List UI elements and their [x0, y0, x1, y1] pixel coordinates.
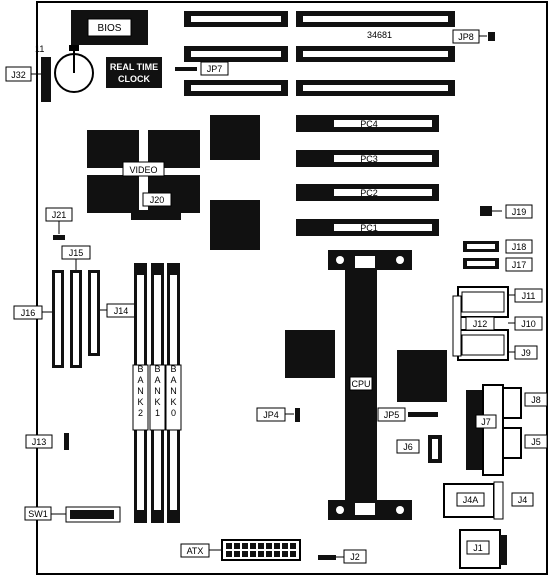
j21-connector: J21	[45, 207, 73, 240]
jp5-label: JP5	[384, 410, 400, 420]
cpu-socket: CPU	[328, 250, 412, 520]
jp8-label: JP8	[458, 32, 474, 42]
jp5-jumper: JP5	[377, 407, 438, 422]
j14-connector: J14	[88, 270, 136, 356]
j4-connector: J4A J4	[443, 481, 534, 520]
j18-label: J18	[512, 242, 527, 252]
jp4-jumper: JP4	[256, 407, 300, 422]
atx-connector: ATX	[180, 539, 301, 561]
j13-label: J13	[32, 437, 47, 447]
j18-connector: J18	[463, 239, 533, 254]
jp7-jumper: JP7	[175, 61, 229, 76]
j12-label: J12	[473, 319, 488, 329]
j13-connector: J13	[25, 433, 69, 450]
serial-ports: J11 J12 J10 J9	[452, 286, 543, 361]
j8-label: J8	[531, 395, 541, 405]
cpu-label: CPU	[351, 379, 370, 389]
sw1-label: SW1	[28, 509, 48, 519]
j17-label: J17	[512, 260, 527, 270]
pci-slots: PC4 PC3 PC2 PC1	[296, 115, 439, 236]
j32-connector: 11 J32	[5, 44, 51, 102]
atx-label: ATX	[187, 546, 204, 556]
parallel-port: J7 J8 J5	[466, 384, 548, 476]
j15-label: J15	[69, 248, 84, 258]
j10-label: J10	[521, 319, 536, 329]
j17-connector: J17	[463, 257, 533, 272]
j21-label: J21	[52, 210, 67, 220]
rtc-chip: REAL TIME CLOCK	[106, 57, 162, 88]
bios-label: BIOS	[98, 23, 122, 34]
j15-connector: J15	[61, 245, 91, 368]
rtc-label-1: REAL TIME	[110, 62, 158, 72]
jp7-label: JP7	[207, 64, 223, 74]
sw1-switch: SW1	[24, 506, 121, 523]
j5-label: J5	[531, 437, 541, 447]
j2-label: J2	[350, 552, 360, 562]
j2-connector: J2	[318, 549, 367, 564]
pc3-label: PC3	[360, 154, 378, 164]
pc4-label: PC4	[360, 119, 378, 129]
j6-label: J6	[403, 442, 413, 452]
j11-label: J11	[522, 291, 536, 301]
chipset-chips	[285, 330, 447, 402]
j1-label: J1	[473, 543, 483, 553]
battery	[54, 45, 94, 93]
pin11-label: 11	[35, 44, 44, 54]
rtc-label-2: CLOCK	[118, 74, 150, 84]
video-label: VIDEO	[129, 165, 157, 175]
j4a-label: J4A	[463, 495, 479, 505]
j19-label: J19	[512, 207, 527, 217]
top-slots	[184, 11, 455, 96]
bios-chip: BIOS	[71, 10, 148, 45]
j16-label: J16	[21, 308, 36, 318]
j20-connector: J20	[131, 192, 181, 220]
j32-label: J32	[11, 70, 26, 80]
j6-connector: J6	[396, 435, 442, 463]
j9-label: J9	[521, 348, 531, 358]
pc1-label: PC1	[360, 223, 378, 233]
j4-label: J4	[518, 495, 528, 505]
j14-label: J14	[114, 306, 129, 316]
j20-label: J20	[150, 195, 165, 205]
jp4-label: JP4	[263, 410, 279, 420]
jp8-jumper: JP8	[452, 29, 495, 44]
j19-connector: J19	[480, 204, 533, 219]
board-number: 34681	[367, 30, 392, 40]
j7-label: J7	[481, 417, 491, 427]
pc2-label: PC2	[360, 188, 378, 198]
j16-connector: J16	[13, 270, 64, 368]
j1-connector: J1	[459, 529, 507, 569]
memory-banks	[132, 263, 182, 523]
